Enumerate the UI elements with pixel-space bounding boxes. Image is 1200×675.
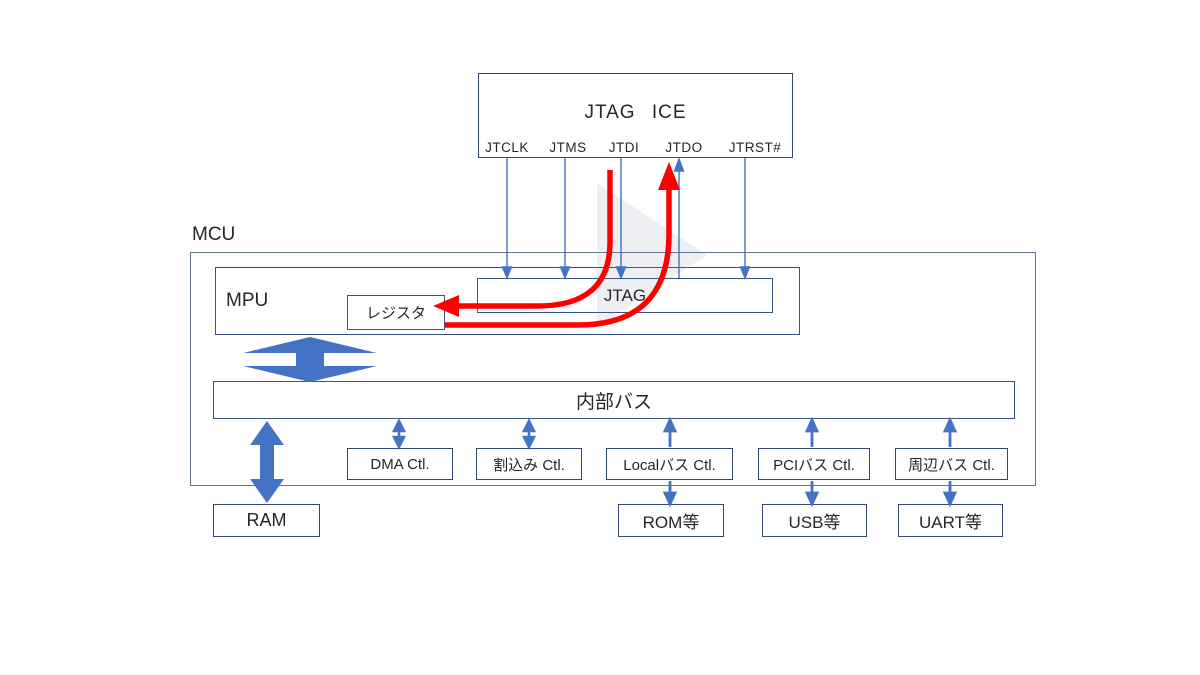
register-label: レジスタ bbox=[365, 305, 426, 322]
signal-jtrst: JTRST# bbox=[728, 140, 782, 155]
pci-bus-controller-box: PCIバス Ctl. bbox=[758, 448, 870, 480]
usb-box: USB等 bbox=[762, 504, 867, 537]
usb-label: USB等 bbox=[788, 513, 841, 532]
jtag-block-label: JTAG bbox=[603, 285, 647, 305]
pci-bus-controller-label: PCIバス Ctl. bbox=[773, 456, 855, 474]
mcu-label: MCU bbox=[192, 224, 236, 245]
ram-label: RAM bbox=[246, 510, 287, 530]
jtag-ice-title: JTAG ICE bbox=[584, 102, 687, 123]
internal-bus-box: 内部バス bbox=[213, 381, 1015, 419]
jtag-ice-box: JTAG ICE JTCLK JTMS JTDI JTDO JTRST# bbox=[478, 73, 793, 158]
local-bus-controller-box: Localバス Ctl. bbox=[606, 448, 733, 480]
local-bus-controller-label: Localバス Ctl. bbox=[623, 456, 716, 474]
jtag-block-box: JTAG bbox=[477, 278, 773, 313]
peripheral-bus-controller-label: 周辺バス Ctl. bbox=[908, 456, 995, 474]
interrupt-controller-label: 割込み Ctl. bbox=[493, 456, 565, 474]
signal-jtdi: JTDI bbox=[608, 140, 640, 155]
signal-jtdo: JTDO bbox=[665, 140, 703, 155]
rom-box: ROM等 bbox=[618, 504, 724, 537]
signal-jtclk: JTCLK bbox=[485, 140, 529, 155]
register-box: レジスタ bbox=[347, 295, 445, 330]
signal-jtms: JTMS bbox=[549, 140, 587, 155]
ram-box: RAM bbox=[213, 504, 320, 537]
rom-label: ROM等 bbox=[642, 513, 700, 532]
dma-controller-box: DMA Ctl. bbox=[347, 448, 453, 480]
mpu-label: MPU bbox=[226, 290, 269, 311]
peripheral-bus-controller-box: 周辺バス Ctl. bbox=[895, 448, 1008, 480]
uart-box: UART等 bbox=[898, 504, 1003, 537]
uart-label: UART等 bbox=[919, 513, 982, 532]
internal-bus-label: 内部バス bbox=[575, 391, 652, 413]
interrupt-controller-box: 割込み Ctl. bbox=[476, 448, 582, 480]
dma-controller-label: DMA Ctl. bbox=[370, 455, 430, 473]
